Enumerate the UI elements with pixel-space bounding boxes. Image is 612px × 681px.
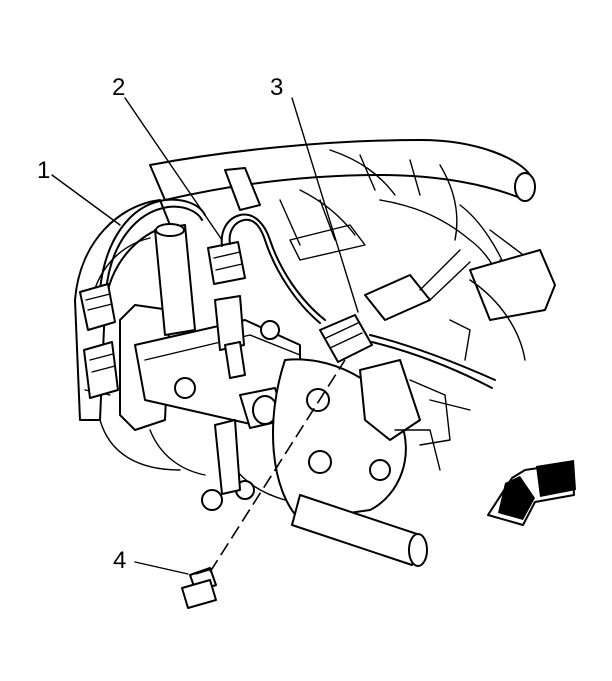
callout-1: 1 [37, 157, 50, 184]
lower-pipe [214, 419, 428, 567]
right-components [394, 279, 526, 471]
connector-2 [207, 241, 246, 285]
leader-2 [124, 97, 223, 241]
upper-hoses [149, 139, 556, 321]
leader-4 [134, 561, 189, 575]
install-path-line [209, 359, 346, 573]
sensor-2 [207, 213, 326, 379]
callout-4: 4 [113, 547, 126, 574]
manifold-block [134, 319, 301, 429]
callout-2: 2 [112, 74, 125, 101]
bolt-4 [181, 567, 217, 609]
leader-3 [291, 97, 359, 313]
harness-1 [79, 198, 206, 399]
callout-3: 3 [270, 74, 283, 101]
leader-lines [51, 97, 359, 575]
leader-1 [51, 174, 121, 226]
pump-housing [149, 358, 451, 521]
connector-3 [319, 249, 496, 389]
forward-arrow-icon [487, 460, 576, 526]
